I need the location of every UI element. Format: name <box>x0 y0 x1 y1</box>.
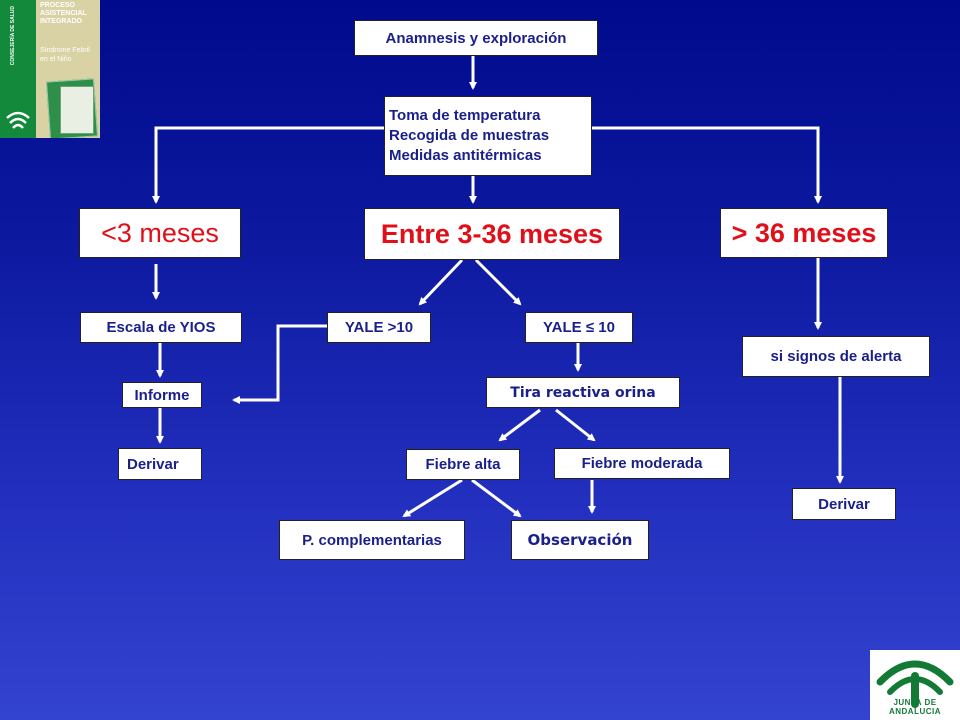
junta-emblem-icon <box>876 660 954 708</box>
node-signos-alerta: si signos de alerta <box>742 336 930 377</box>
node-derivar-left: Derivar <box>118 448 202 480</box>
node-yale-high: YALE >10 <box>327 312 431 343</box>
node-tira-reactiva: Tira reactiva orina <box>486 377 680 408</box>
node-fiebre-alta: Fiebre alta <box>406 449 520 480</box>
andalucia-emblem-icon <box>6 111 30 129</box>
node-informe: Informe <box>122 382 202 408</box>
arrow-entre-yale-low <box>474 258 522 306</box>
node-toma: Toma de temperatura Recogida de muestras… <box>384 96 592 176</box>
logo-green-strip <box>0 0 36 138</box>
node-yale-low: YALE ≤ 10 <box>525 312 633 343</box>
node-entre-3-36-meses: Entre 3-36 meses <box>364 208 620 260</box>
node-mas-36-meses: > 36 meses <box>720 208 888 258</box>
arrow-entre-yale-high <box>418 258 464 306</box>
logo-title: PROCESO ASISTENCIAL INTEGRADO <box>40 2 87 25</box>
toma-line-1: Toma de temperatura <box>389 107 541 124</box>
arrow-yale-high-informe <box>232 324 327 404</box>
node-escala-yios: Escala de YIOS <box>80 312 242 343</box>
arrow-fiebre-alta-observacion <box>471 478 522 518</box>
node-fiebre-moderada: Fiebre moderada <box>554 448 730 479</box>
node-observacion: Observación <box>511 520 649 560</box>
toma-line-3: Medidas antitérmicas <box>389 147 542 164</box>
node-menos-3-meses: <3 meses <box>79 208 241 258</box>
arrow-fiebre-alta-complementarias <box>402 478 463 518</box>
guide-cover-logo: CONSEJERÍA DE SALUD PROCESO ASISTENCIAL … <box>0 0 100 138</box>
toma-line-2: Recogida de muestras <box>389 127 550 144</box>
node-complementarias: P. complementarias <box>279 520 465 560</box>
node-derivar-right: Derivar <box>792 488 896 520</box>
junta-logo-label: JUNTA DE ANDALUCIA <box>888 698 942 716</box>
junta-andalucia-logo: JUNTA DE ANDALUCIA <box>870 650 960 720</box>
arrow-toma-menos3 <box>152 126 388 204</box>
node-anamnesis: Anamnesis y exploración <box>354 20 598 56</box>
arrow-tira-fiebre-moderada <box>555 408 596 442</box>
logo-book-page <box>60 86 94 134</box>
logo-subtitle: Síndrome Febril en el Niño <box>40 47 90 63</box>
arrow-toma-mas36 <box>592 126 822 204</box>
arrow-tira-fiebre-alta <box>498 408 541 442</box>
